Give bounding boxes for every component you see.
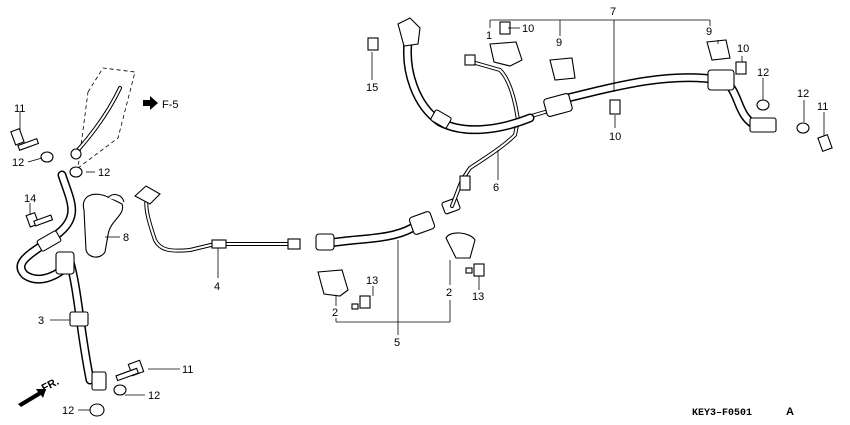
label-9-left: 9	[556, 37, 562, 49]
label-12-right-2: 12	[797, 88, 809, 100]
front-direction-indicator: FR.	[18, 376, 61, 407]
diagram-code-block: KEY3–F0501 A	[692, 406, 794, 419]
part-5-brake-hose	[315, 197, 461, 251]
label-3: 3	[38, 315, 44, 327]
callout-labels: 11 12 12 14 8 3 11 12 12 4 2 2 13 13 5 6…	[12, 6, 828, 417]
part-8-hose-clamp	[82, 193, 125, 258]
top-clamps-and-bolts	[367, 21, 833, 152]
f5-reference-label: F-5	[162, 99, 179, 111]
label-9-right: 9	[706, 26, 712, 38]
label-2-left: 2	[332, 307, 338, 319]
front-brake-hose-3	[16, 170, 107, 391]
label-11-right: 11	[817, 101, 828, 113]
part-7-brake-hose	[397, 17, 777, 135]
label-12-right-1: 12	[757, 67, 769, 79]
part-4-brake-pipe	[134, 185, 301, 253]
label-12-upper: 12	[98, 167, 110, 179]
label-6: 6	[493, 182, 499, 194]
label-11-lower: 11	[182, 364, 193, 376]
front-label: FR.	[40, 376, 61, 395]
part-13-bolts	[351, 263, 485, 310]
label-10-mid: 10	[609, 131, 621, 143]
label-8: 8	[123, 232, 129, 244]
label-1: 1	[486, 30, 492, 42]
part-2-clamps	[317, 232, 476, 297]
label-11-left: 11	[14, 103, 25, 115]
leader-lines	[19, 19, 825, 411]
label-13-left: 13	[366, 275, 378, 287]
label-12-lower-left: 12	[62, 405, 74, 417]
label-10-top: 10	[522, 23, 534, 35]
label-5: 5	[394, 337, 400, 349]
diagram-revision: A	[786, 406, 794, 418]
label-10-right: 10	[737, 43, 749, 55]
label-4: 4	[214, 281, 220, 293]
arrow-right-icon	[143, 96, 158, 110]
label-7: 7	[610, 6, 616, 18]
left-fasteners	[10, 128, 145, 417]
diagram-code: KEY3–F0501	[692, 408, 752, 419]
bolt-10c	[735, 61, 747, 75]
label-12-lower-right: 12	[148, 390, 160, 402]
label-2-right: 2	[446, 287, 452, 299]
f5-reference-inset: F-5	[70, 67, 179, 169]
label-12-left: 12	[12, 157, 24, 169]
label-13-right: 13	[472, 291, 484, 303]
bolt-15	[367, 37, 379, 51]
arrow-front-icon	[18, 389, 46, 407]
bolt-10b	[609, 99, 621, 115]
label-15: 15	[366, 82, 378, 94]
label-14: 14	[24, 193, 36, 205]
